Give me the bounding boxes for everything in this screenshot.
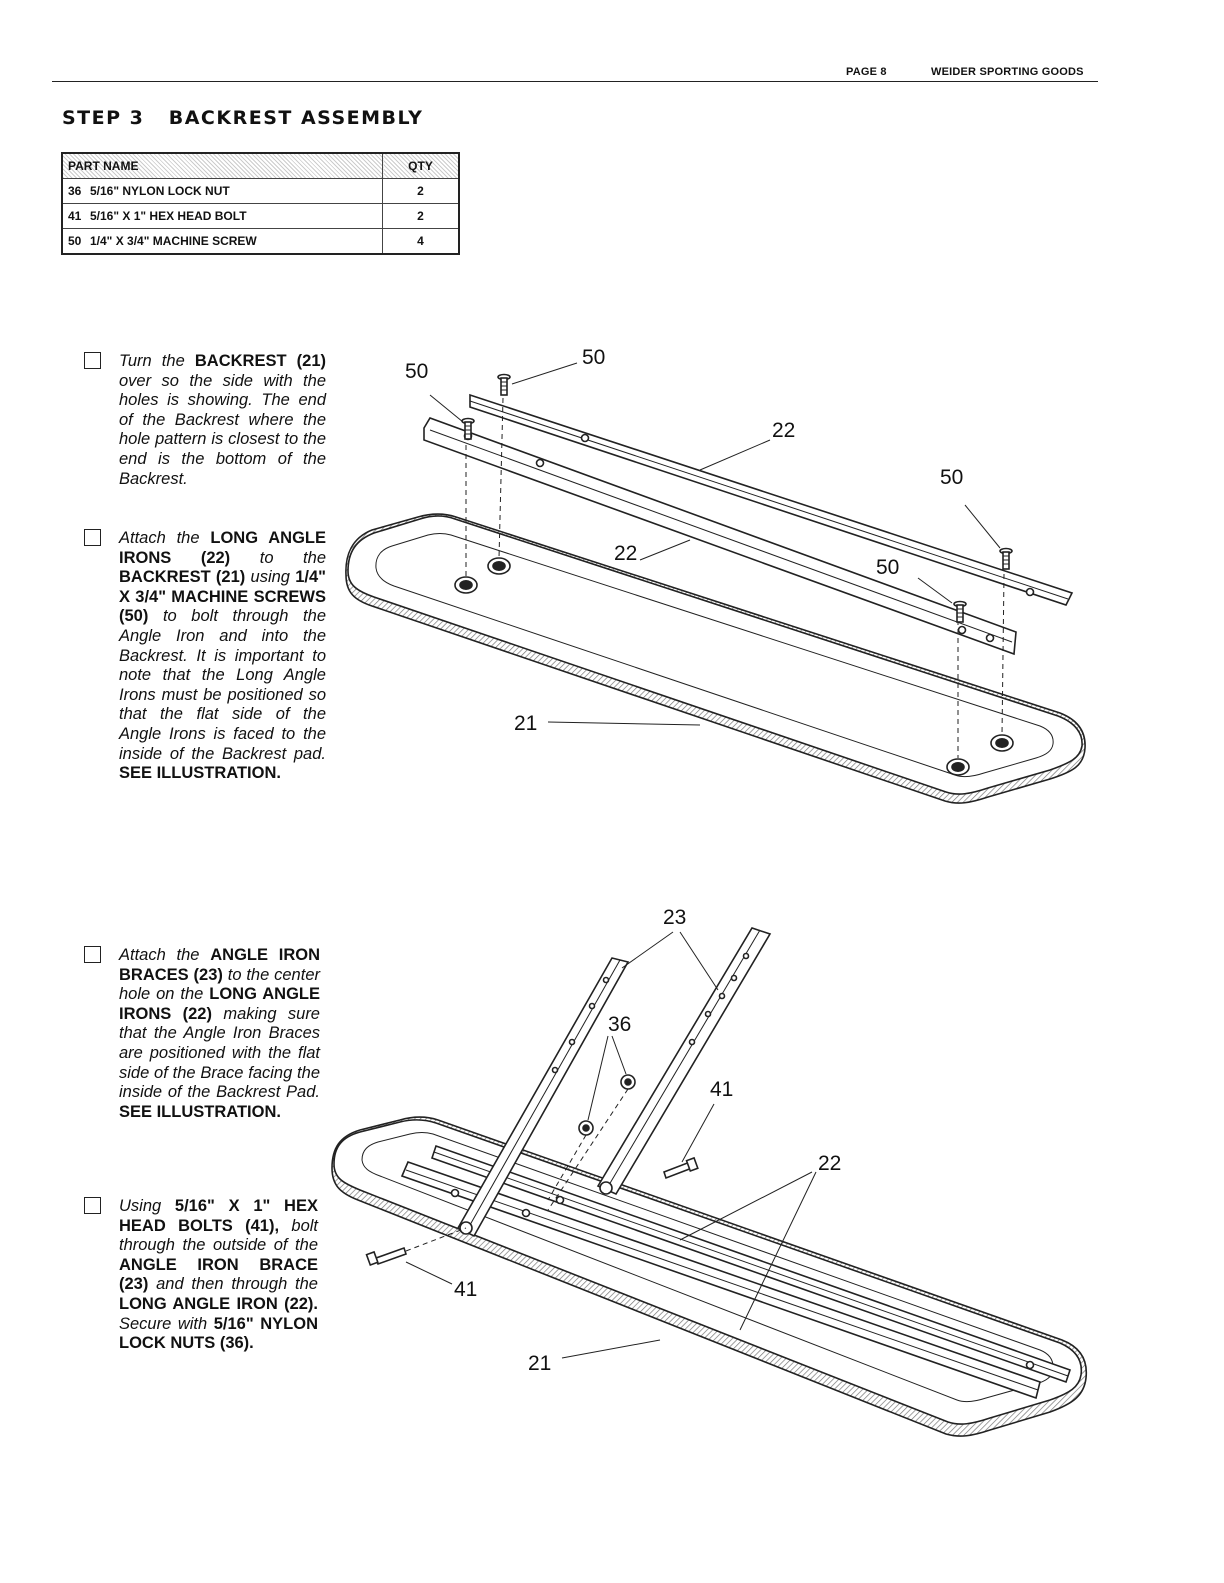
- hole: [990, 734, 1014, 752]
- leader-lines: [429, 362, 1001, 726]
- part-name: 5/16" X 1" HEX HEAD BOLT: [90, 209, 247, 223]
- long-angle-iron-22: [423, 417, 1017, 656]
- part-qty: 2: [382, 203, 460, 229]
- callout-21: 21: [528, 1352, 551, 1375]
- instruction-bold-run: LONG ANGLE IRONS (22): [119, 985, 320, 1023]
- instruction-text: Turn the BACKREST (21) over so the side …: [119, 352, 326, 489]
- alignment-lines: [465, 397, 1005, 758]
- callout-41: 41: [454, 1278, 477, 1301]
- top-diagram-labels: 50 50 22 50 22 50 21: [405, 346, 963, 735]
- step-checkbox[interactable]: [84, 529, 101, 546]
- step-checkbox[interactable]: [84, 1197, 101, 1214]
- instruction-run: over so the side with the holes is showi…: [119, 371, 326, 488]
- instruction-run: Attach the: [119, 946, 211, 964]
- step-title: STEP 3 BACKREST ASSEMBLY: [62, 107, 424, 129]
- part-qty: 4: [382, 228, 460, 255]
- machine-screw-50: [497, 373, 511, 396]
- part-name: 1/4" X 3/4" MACHINE SCREW: [90, 234, 257, 248]
- instruction-text: Using 5/16" X 1" HEX HEAD BOLTS (41), bo…: [119, 1197, 318, 1354]
- instruction-run: to the center hole on the: [119, 965, 320, 1004]
- callout-22: 22: [772, 419, 795, 442]
- alignment-lines: [405, 1088, 629, 1252]
- instruction-step: Attach the LONG ANGLE IRONS (22) to the …: [84, 529, 326, 784]
- hex-head-bolt-41: [662, 1156, 699, 1180]
- long-angle-iron-22: [469, 393, 1074, 606]
- nylon-lock-nut-36: [578, 1120, 594, 1136]
- instruction-run: to bolt through the Angle Iron and into …: [119, 607, 326, 763]
- callout-50: 50: [582, 346, 605, 369]
- instruction-run: Turn the: [119, 352, 195, 370]
- bottom-diagram-labels: 23 36 41 22 41 21: [454, 906, 841, 1375]
- instruction-run: making sure that the Angle Iron Braces a…: [119, 1004, 320, 1102]
- instruction-step: Attach the ANGLE IRON BRACES (23) to the…: [84, 946, 320, 1122]
- callout-36: 36: [608, 1013, 631, 1036]
- part-qty: 2: [382, 178, 460, 204]
- nylon-lock-nut-36: [620, 1074, 636, 1090]
- table-row: 50 1/4" X 3/4" MACHINE SCREW 4: [61, 228, 460, 255]
- instruction-run: Attach the: [119, 529, 211, 547]
- instruction-run: bolt through the outside of the: [119, 1216, 318, 1255]
- instruction-bold-run: SEE ILLUSTRATION.: [119, 764, 281, 783]
- parts-table-header: PART NAME QTY: [61, 152, 460, 179]
- part-number: 41: [68, 209, 82, 223]
- part-cell: 50 1/4" X 3/4" MACHINE SCREW: [61, 228, 383, 255]
- step-checkbox[interactable]: [84, 352, 101, 369]
- callout-22: 22: [818, 1152, 841, 1175]
- instruction-run: using: [245, 568, 296, 587]
- instruction-bold-run: 5/16" X 1" HEX HEAD BOLTS (41),: [119, 1197, 318, 1235]
- machine-screw-50: [999, 547, 1013, 570]
- callout-21: 21: [514, 712, 537, 735]
- callout-50: 50: [876, 556, 899, 579]
- backrest-top-diagram: [345, 362, 1086, 804]
- instruction-run: to the: [230, 548, 326, 567]
- instruction-step: Using 5/16" X 1" HEX HEAD BOLTS (41), bo…: [84, 1197, 318, 1354]
- part-cell: 41 5/16" X 1" HEX HEAD BOLT: [61, 203, 383, 229]
- hex-head-bolt-41: [365, 1246, 408, 1267]
- callout-22: 22: [614, 542, 637, 565]
- instruction-bold-run: BACKREST (21): [194, 352, 326, 370]
- instruction-bold-run: LONG ANGLE IRONS (22): [119, 529, 326, 567]
- instruction-bold-run: 1/4" X 3/4" MACHINE SCREWS (50): [119, 568, 326, 626]
- instruction-bold-run: 5/16" NYLON LOCK NUTS (36).: [119, 1314, 318, 1353]
- parts-table: PART NAME QTY 36 5/16" NYLON LOCK NUT 2 4…: [61, 152, 460, 255]
- instruction-bold-run: ANGLE IRON BRACE (23): [119, 1255, 318, 1294]
- instruction-bold-run: SEE ILLUSTRATION.: [119, 1102, 281, 1121]
- callout-50: 50: [405, 360, 428, 383]
- header-rule: [52, 81, 1098, 82]
- instruction-run: Secure with: [119, 1314, 214, 1333]
- instruction-text: Attach the LONG ANGLE IRONS (22) to the …: [119, 529, 326, 784]
- backrest-bottom-diagram: [331, 927, 1088, 1437]
- angle-iron-brace-23: [456, 957, 630, 1238]
- part-name: 5/16" NYLON LOCK NUT: [90, 184, 230, 198]
- callout-23: 23: [663, 906, 686, 929]
- company-name: WEIDER SPORTING GOODS: [931, 66, 1084, 78]
- hole: [487, 557, 511, 575]
- instruction-run: and then through the: [148, 1275, 318, 1294]
- part-number: 36: [68, 184, 82, 198]
- leader-lines: [405, 931, 817, 1359]
- machine-screw-50: [953, 600, 967, 623]
- col-part-name: PART NAME: [61, 152, 383, 179]
- table-row: 41 5/16" X 1" HEX HEAD BOLT 2: [61, 203, 460, 229]
- instruction-text: Attach the ANGLE IRON BRACES (23) to the…: [119, 946, 320, 1122]
- hole: [946, 758, 970, 776]
- hole: [454, 576, 478, 594]
- angle-iron-brace-23: [596, 927, 772, 1196]
- callout-50: 50: [940, 466, 963, 489]
- part-number: 50: [68, 234, 82, 248]
- instruction-bold-run: ANGLE IRON BRACES (23): [119, 946, 320, 984]
- step-checkbox[interactable]: [84, 946, 101, 963]
- callout-41: 41: [710, 1078, 733, 1101]
- page-number: PAGE 8: [846, 66, 887, 78]
- long-angle-iron-22: [400, 1144, 1072, 1400]
- instruction-run: Using: [119, 1197, 175, 1215]
- backrest-pad-21: [345, 513, 1086, 804]
- instruction-bold-run: LONG ANGLE IRON (22).: [119, 1294, 318, 1313]
- instruction-bold-run: BACKREST (21): [119, 568, 246, 587]
- instruction-step: Turn the BACKREST (21) over so the side …: [84, 352, 326, 489]
